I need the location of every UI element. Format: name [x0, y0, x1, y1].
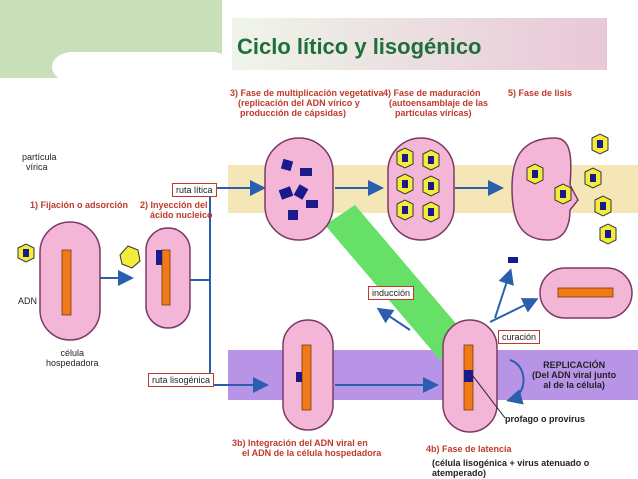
- label-ruta-litica: ruta lítica: [172, 183, 217, 197]
- label-latencia-detail: (célula lisogénica + virus atenuado o at…: [432, 458, 590, 478]
- empty-capsid: [119, 245, 141, 269]
- virus-particle-1: [17, 243, 35, 263]
- integration-cell: [282, 319, 334, 431]
- label-step4: 4) Fase de maduración (autoensamblaje de…: [383, 88, 489, 118]
- label-profago: profago o provirus: [505, 414, 586, 424]
- host-cell-2: [145, 227, 191, 329]
- label-step3b: 3b) Integración del ADN viral en el ADN …: [232, 438, 382, 458]
- multiplication-cell: [264, 137, 334, 241]
- label-replicacion: REPLICACIÓN (Del ADN viral junto al de l…: [532, 360, 617, 390]
- label-ruta-lisogenica: ruta lisogénica: [148, 373, 215, 387]
- page-title: Ciclo lítico y lisogénico: [237, 34, 482, 59]
- maturation-cell: [387, 137, 455, 241]
- lysis-cell: [511, 133, 617, 245]
- label-curacion: curación: [498, 330, 541, 344]
- label-induccion: inducción: [368, 286, 415, 300]
- latency-cell: [442, 319, 506, 433]
- flow-arrows: [100, 180, 539, 405]
- label-step5: 5) Fase de lisis: [508, 88, 573, 98]
- label-step3: 3) Fase de multiplicación vegetativa (re…: [230, 88, 384, 118]
- route-connectors: [190, 180, 269, 393]
- induction-band: [325, 205, 470, 360]
- label-adn: ADN: [18, 296, 38, 306]
- label-step1: 1) Fijación o adsorción: [30, 200, 129, 210]
- corner-decoration: [0, 0, 607, 82]
- cured-cell: [539, 267, 633, 319]
- free-viral-dna: [508, 257, 518, 263]
- host-cell-1: [39, 221, 101, 341]
- label-step4b: 4b) Fase de latencia: [426, 444, 512, 454]
